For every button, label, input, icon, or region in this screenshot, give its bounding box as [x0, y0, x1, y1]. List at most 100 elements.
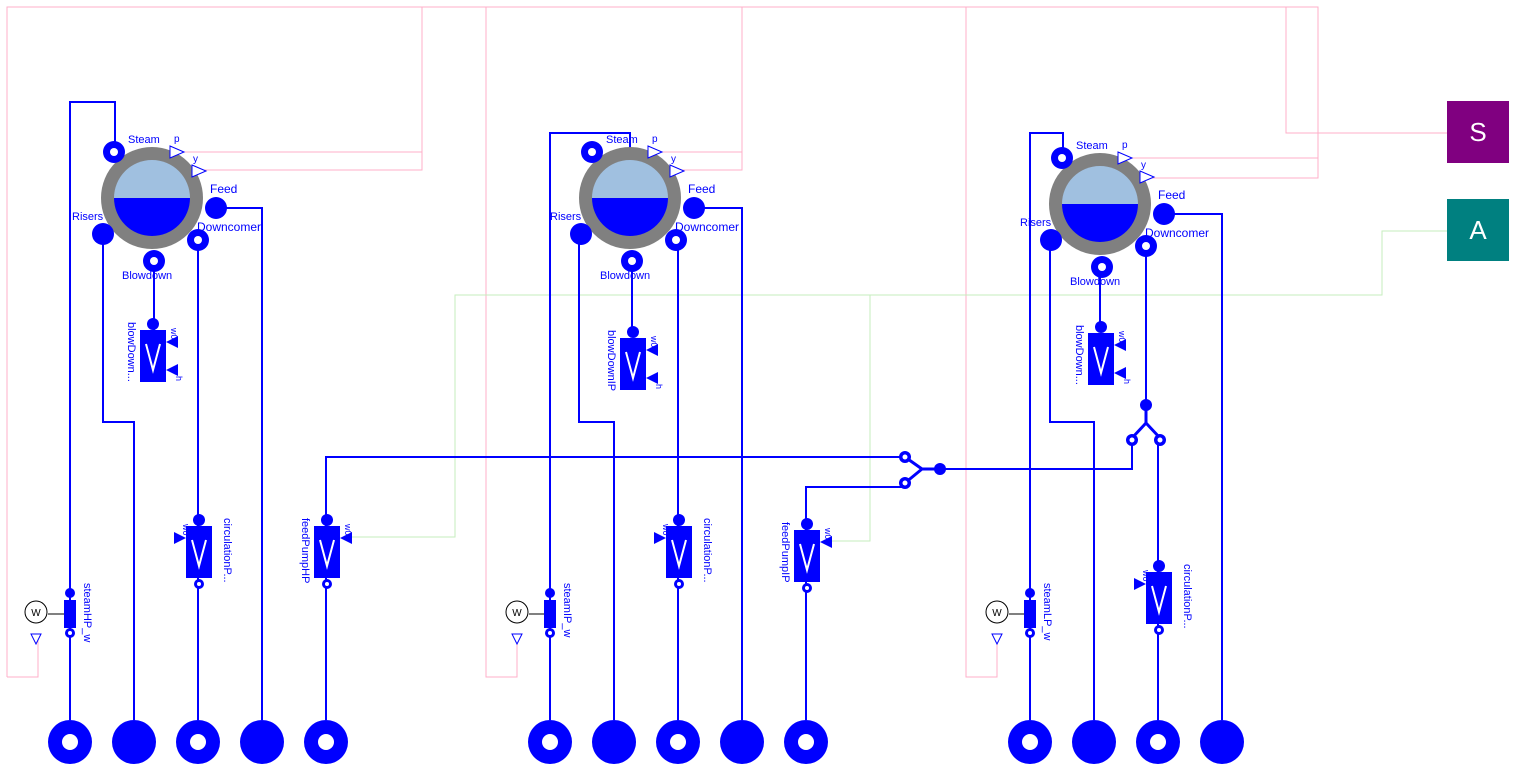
boundary-connector-7[interactable] [592, 720, 636, 764]
risers-port[interactable] [570, 223, 592, 245]
flow-splitter-2[interactable] [1126, 399, 1166, 446]
boundary-connector-2[interactable] [112, 720, 156, 764]
w0-port-label: w0 [1141, 569, 1151, 582]
pump-inlet[interactable] [1153, 560, 1165, 572]
boundary-connector-3[interactable] [176, 720, 220, 764]
pump-inlet[interactable] [321, 514, 333, 526]
steam-port-inner [588, 148, 596, 156]
blowdown-label: Blowdown [1070, 276, 1120, 288]
pump-1[interactable]: hw0blowDown... [125, 318, 184, 382]
feed-port[interactable] [1153, 203, 1175, 225]
pump-inlet[interactable] [147, 318, 159, 330]
w0-input-icon [1134, 578, 1146, 590]
sensors-bus[interactable]: S [1447, 101, 1509, 163]
boundary-connector-6[interactable] [528, 720, 572, 764]
drum-vapor [114, 160, 190, 198]
y-output-icon [669, 164, 686, 178]
p-label: p [652, 134, 658, 145]
y-label: y [1141, 160, 1146, 171]
boundary-connector-14[interactable] [1200, 720, 1244, 764]
pump-body [140, 330, 166, 382]
h-port-label: h [1122, 379, 1132, 384]
drum-liquid [1062, 204, 1138, 242]
flow-output-icon [511, 633, 523, 646]
sensor-inlet[interactable] [65, 588, 75, 598]
pump-inlet[interactable] [1095, 321, 1107, 333]
pump-label: circulationP... [1181, 564, 1193, 629]
flow-gauge-symbol: W [512, 608, 522, 619]
boundary-connector-12[interactable] [1072, 720, 1116, 764]
fluid-pipe [1049, 238, 1095, 720]
pump-outlet-inner [1157, 628, 1161, 632]
sensor-inlet[interactable] [1025, 588, 1035, 598]
blowdown-port-inner [1098, 263, 1106, 271]
blowdown-port-inner [628, 257, 636, 265]
w0-port-label: w0 [823, 527, 833, 540]
boundary-connector-11[interactable] [1008, 720, 1052, 764]
feed-port[interactable] [205, 197, 227, 219]
connector-ring [542, 734, 558, 750]
boundary-connector-8[interactable] [656, 720, 700, 764]
fluid-pipe [549, 132, 631, 720]
feed-label: Feed [1158, 188, 1185, 202]
p-label: p [1122, 140, 1128, 151]
flow-output-icon [30, 633, 42, 646]
splitter-port[interactable] [934, 463, 946, 475]
p-output-icon [647, 145, 664, 159]
boundary-connector-10[interactable] [784, 720, 828, 764]
steam-label: Steam [1076, 140, 1108, 152]
pump-7[interactable]: w0 feedPumpIP [779, 518, 833, 593]
pump-8[interactable]: w0 circulationP... [1134, 560, 1193, 635]
sensor-label: steamLP_w [1041, 583, 1053, 641]
p-output-icon [1117, 151, 1134, 165]
connector-body [240, 720, 284, 764]
downcomer-label: Downcomer [1145, 226, 1209, 240]
actuator-signal-line [350, 230, 1447, 538]
boundary-connector-13[interactable] [1136, 720, 1180, 764]
sensor-signal-line [7, 635, 39, 678]
boundary-connector-5[interactable] [304, 720, 348, 764]
h-input-icon [166, 364, 178, 376]
splitter-port[interactable] [1140, 399, 1152, 411]
pump-3[interactable]: hw0blowDown... [1073, 321, 1132, 385]
fluid-pipe [1162, 213, 1223, 720]
feed-port[interactable] [683, 197, 705, 219]
connector-ring [670, 734, 686, 750]
pump-inlet[interactable] [673, 514, 685, 526]
pump-inlet[interactable] [627, 326, 639, 338]
sensors-bus-label: S [1469, 116, 1487, 147]
p-label: p [174, 134, 180, 145]
fluid-pipe [325, 456, 905, 720]
h-input-icon [1114, 367, 1126, 379]
blowdown-label: Blowdown [600, 270, 650, 282]
pump-chevron [671, 539, 687, 570]
pump-inlet[interactable] [801, 518, 813, 530]
flow-splitter-1[interactable] [899, 451, 946, 489]
risers-port[interactable] [1040, 229, 1062, 251]
sensor-inlet[interactable] [545, 588, 555, 598]
boundary-connector-4[interactable] [240, 720, 284, 764]
pump-outlet-inner [677, 582, 681, 586]
boundary-connector-9[interactable] [720, 720, 764, 764]
drum-vapor [1062, 166, 1138, 204]
actuators-bus[interactable]: A [1447, 199, 1509, 261]
pump-label: feedPumpIP [779, 522, 791, 583]
risers-port[interactable] [92, 223, 114, 245]
p-output-icon [169, 145, 186, 159]
boundary-connector-1[interactable] [48, 720, 92, 764]
h-port-label: h [654, 384, 664, 389]
pump-inlet[interactable] [193, 514, 205, 526]
w0-port-label: w0 [1117, 330, 1127, 343]
w0-input-icon [340, 532, 352, 544]
pump-chevron [1093, 346, 1109, 377]
